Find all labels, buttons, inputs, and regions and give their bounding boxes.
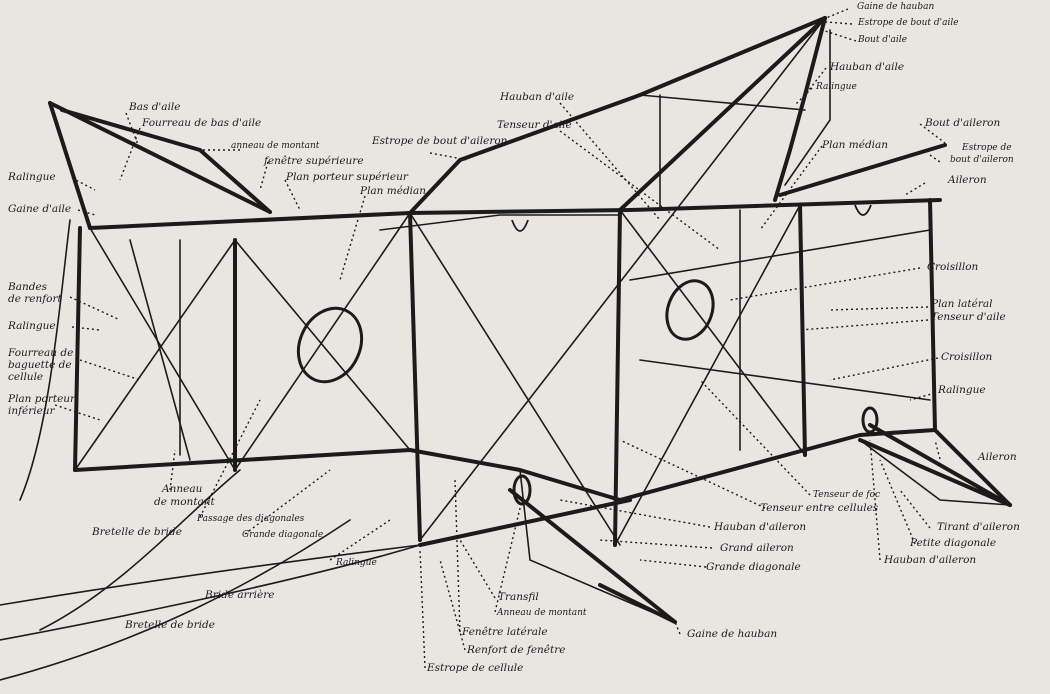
leader-lines bbox=[54, 8, 946, 669]
label-estrope-bout-aileron-right-2: bout d'aileron bbox=[950, 155, 1014, 165]
label-anneau-montant-left-1: Anneau bbox=[162, 483, 203, 495]
label-tenseur-foc: Tenseur de foc bbox=[813, 490, 881, 500]
label-bride-arriere: Bride arrière bbox=[205, 589, 275, 601]
label-hauban-aileron-right: Hauban d'aileron bbox=[884, 554, 977, 566]
label-tenseur-aile-right: Tenseur d'aile bbox=[931, 311, 1006, 323]
label-ralingue-right: Ralingue bbox=[938, 384, 986, 396]
label-tirant-aileron: Tirant d'aileron bbox=[937, 521, 1020, 533]
label-estrope-bout-aileron: Estrope de bout d'aileron bbox=[372, 135, 508, 147]
kite-rigging bbox=[0, 17, 1011, 681]
label-transfil: Transfil bbox=[498, 591, 539, 603]
label-tenseur-entre-cellules: Tenseur entre cellules bbox=[760, 502, 879, 514]
label-croisillon-mid: Croisillon bbox=[941, 351, 993, 363]
label-fenetre-laterale: Fenêtre latérale bbox=[462, 626, 548, 638]
label-plan-porteur-inferieur-1: Plan porteur bbox=[8, 393, 76, 405]
label-fenetre-superieure: fenêtre supérieure bbox=[264, 155, 364, 167]
label-ralingue-left-2: Ralingue bbox=[8, 320, 56, 332]
label-anneau-montant-bottom: Anneau de montant bbox=[497, 608, 587, 618]
label-anneau-montant-top: anneau de montant bbox=[231, 141, 320, 151]
label-grande-diagonale-left: Grande diagonale bbox=[242, 530, 324, 540]
label-ralingue-bottom: Ralingue bbox=[336, 558, 377, 568]
label-plan-lateral: Plan latéral bbox=[931, 298, 993, 310]
label-bretelle-bride-2: Bretelle de bride bbox=[125, 619, 215, 631]
label-fourreau-baguette-2: baguette de bbox=[8, 359, 72, 371]
diagonal-rings bbox=[296, 279, 879, 506]
label-plan-median-left: Plan médian bbox=[360, 185, 427, 197]
label-estrope-cellule: Estrope de cellule bbox=[427, 662, 524, 674]
label-bandes-renfort-2: de renfort bbox=[8, 293, 62, 305]
label-fourreau-bas-aile: Fourreau de bas d'aile bbox=[142, 117, 262, 129]
label-anneau-montant-left-2: de montant bbox=[154, 496, 215, 508]
spar-windows bbox=[511, 204, 872, 232]
label-bandes-renfort-1: Bandes bbox=[8, 281, 48, 293]
label-gaine-aile: Gaine d'aile bbox=[8, 203, 72, 215]
label-gaine-de-hauban-bottom: Gaine de hauban bbox=[687, 628, 778, 640]
label-grand-aileron: Grand aileron bbox=[720, 542, 794, 554]
kite-frame bbox=[48, 16, 1012, 624]
label-estrope-bout-aile: Estrope de bout d'aile bbox=[858, 18, 959, 28]
label-renfort-fenetre: Renfort de fenêtre bbox=[467, 644, 566, 656]
label-bas-aile: Bas d'aile bbox=[129, 101, 181, 113]
label-croisillon-top: Croisillon bbox=[927, 261, 979, 273]
label-aileron-bottom: Aileron bbox=[978, 451, 1017, 463]
label-bout-aileron: Bout d'aileron bbox=[925, 117, 1001, 129]
label-fourreau-baguette-3: cellule bbox=[8, 371, 44, 383]
label-ralingue-top: Ralingue bbox=[816, 82, 857, 92]
label-tenseur-aile-center: Tenseur d'aile bbox=[497, 119, 572, 131]
label-petite-diagonale: Petite diagonale bbox=[910, 537, 997, 549]
label-grande-diagonale-right: Grande diagonale bbox=[706, 561, 801, 573]
label-estrope-bout-aileron-right-1: Estrope de bbox=[962, 143, 1012, 153]
label-hauban-aile-center: Hauban d'aile bbox=[500, 91, 575, 103]
label-plan-median-right: Plan médian bbox=[822, 139, 889, 151]
label-hauban-aile-right: Hauban d'aile bbox=[830, 61, 905, 73]
label-bretelle-bride-1: Bretelle de bride bbox=[92, 526, 182, 538]
label-ralingue-left-1: Ralingue bbox=[8, 171, 56, 183]
label-plan-porteur-superieur: Plan porteur supérieur bbox=[286, 171, 408, 183]
label-gaine-de-hauban-top: Gaine de hauban bbox=[857, 2, 935, 12]
label-hauban-aileron-center: Hauban d'aileron bbox=[714, 521, 807, 533]
label-passage-diagonales: Passage des diagonales bbox=[197, 514, 305, 524]
label-fourreau-baguette-1: Fourreau de bbox=[8, 347, 74, 359]
label-aileron-top: Aileron bbox=[948, 174, 987, 186]
label-bout-aile: Bout d'aile bbox=[858, 35, 907, 45]
label-plan-porteur-inferieur-2: inférieur bbox=[8, 405, 55, 417]
